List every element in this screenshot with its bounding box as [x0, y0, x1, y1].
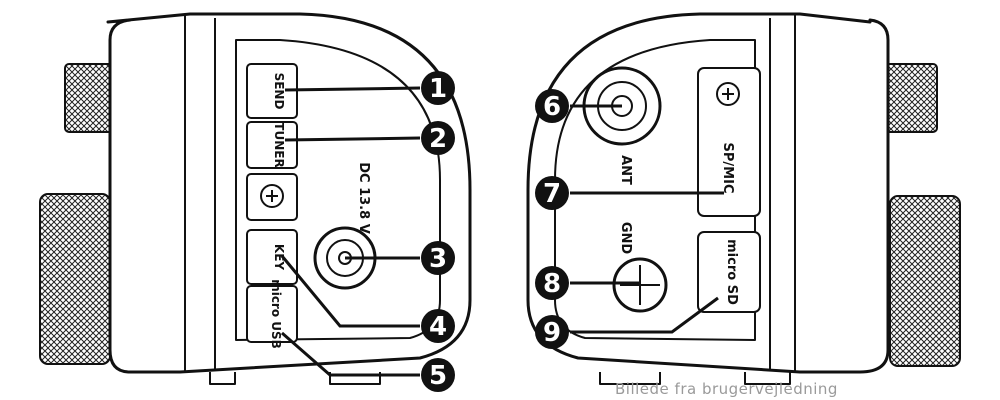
callout-6-number: 6	[543, 92, 561, 122]
callout-3-number: 3	[429, 244, 447, 274]
micro-usb-port-label: micro USB	[269, 279, 283, 349]
callout-2-number: 2	[429, 124, 447, 154]
callout-3: 3	[421, 241, 455, 275]
callout-8: 8	[535, 266, 569, 300]
image-caption: Billede fra brugervejledning	[615, 380, 838, 398]
callout-7-number: 7	[543, 179, 561, 209]
left-leader-lines	[280, 86, 421, 377]
gnd-port-label: GND	[618, 222, 633, 255]
callout-4: 4	[421, 309, 455, 343]
callout-9: 9	[535, 315, 569, 349]
right-lower-knob	[889, 195, 961, 367]
left-lower-knob	[39, 193, 111, 365]
callout-8-number: 8	[543, 269, 561, 299]
callout-1-number: 1	[429, 74, 447, 104]
tuner-port-label: TUNER	[272, 122, 286, 167]
callout-5: 5	[421, 358, 455, 392]
dc-jack-label: DC 13.8 V	[356, 162, 371, 234]
right-upper-knob	[884, 63, 938, 133]
gnd-terminal	[612, 257, 668, 313]
left-upper-knob	[64, 63, 114, 133]
left-port-tabs	[246, 63, 298, 343]
callout-5-number: 5	[429, 361, 447, 391]
left-screw-icon	[260, 184, 284, 208]
callout-1: 1	[421, 71, 455, 105]
right-port-tabs	[697, 67, 761, 313]
key-port-label: KEY	[272, 244, 286, 270]
right-leader-lines	[570, 104, 724, 334]
callout-7: 7	[535, 176, 569, 210]
send-port-label: SEND	[272, 73, 286, 110]
right-screw-icon	[716, 82, 740, 106]
callout-2: 2	[421, 121, 455, 155]
ant-port-label: ANT	[618, 155, 633, 185]
callout-9-number: 9	[543, 318, 561, 348]
callout-4-number: 4	[429, 312, 447, 342]
callout-6: 6	[535, 89, 569, 123]
micro-sd-port-label: micro SD	[724, 239, 739, 305]
sp-mic-port-label: SP/MIC	[720, 143, 735, 194]
